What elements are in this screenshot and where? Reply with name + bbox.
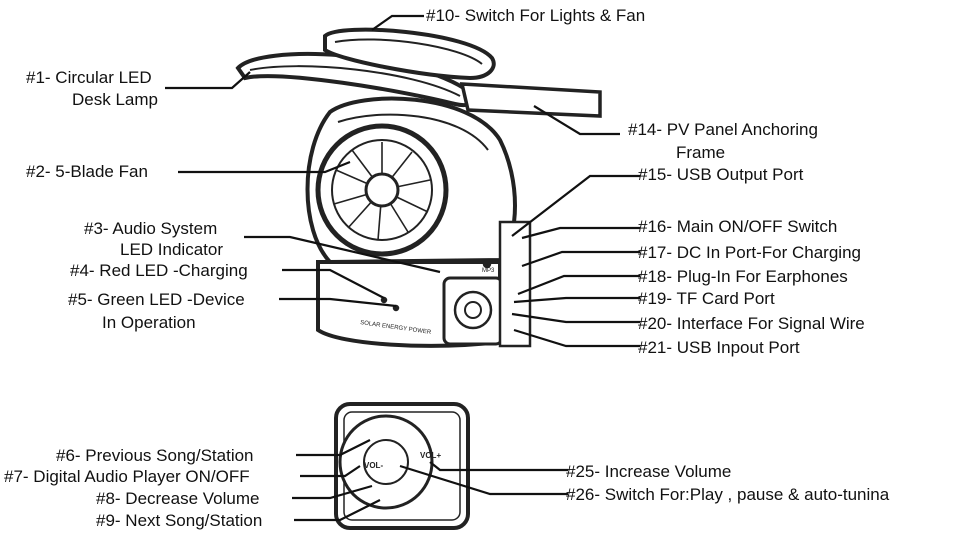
leader-25 bbox=[429, 461, 568, 472]
label-7-audio-player-onoff: #7- Digital Audio Player ON/OFF bbox=[4, 467, 250, 486]
leader-2 bbox=[178, 160, 351, 174]
leader-7 bbox=[300, 465, 361, 478]
label-14-pv-panel: #14- PV Panel Anchoring bbox=[628, 120, 818, 139]
device-drawing bbox=[235, 27, 602, 530]
label-21-usb-input: #21- USB Inpout Port bbox=[638, 338, 800, 357]
label-4-red-led: #4- Red LED -Charging bbox=[70, 261, 248, 280]
label-6-previous-song: #6- Previous Song/Station bbox=[56, 446, 254, 465]
label-14-frame: Frame bbox=[676, 143, 726, 162]
label-15-usb-output: #15- USB Output Port bbox=[638, 165, 804, 184]
leader-15 bbox=[511, 174, 640, 237]
vol-minus-text: VOL- bbox=[364, 461, 383, 470]
label-17-dc-in-port: #17- DC In Port-For Charging bbox=[638, 243, 861, 262]
leader-20 bbox=[511, 312, 640, 324]
label-26-play-pause-switch: #26- Switch For:Play , pause & auto-tuni… bbox=[566, 485, 890, 504]
control-panel-box bbox=[442, 220, 532, 348]
leader-lines bbox=[165, 14, 640, 522]
leader-6 bbox=[296, 439, 371, 457]
label-2-five-blade-fan: #2- 5-Blade Fan bbox=[26, 162, 148, 181]
label-5-in-operation: In Operation bbox=[102, 313, 196, 332]
leader-19 bbox=[513, 296, 640, 304]
lights-fan-switch bbox=[323, 27, 496, 81]
five-blade-fan bbox=[315, 123, 449, 257]
leader-21 bbox=[513, 328, 640, 348]
label-1-circular-led: #1- Circular LED bbox=[26, 68, 152, 87]
leader-4 bbox=[282, 268, 385, 299]
label-1-desk-lamp: Desk Lamp bbox=[72, 90, 158, 109]
label-3-led-indicator: LED Indicator bbox=[120, 240, 223, 259]
label-9-next-song: #9- Next Song/Station bbox=[96, 511, 263, 530]
label-3-audio-system: #3- Audio System bbox=[84, 219, 218, 238]
leader-26 bbox=[399, 464, 568, 496]
label-10-switch-lights-fan: #10- Switch For Lights & Fan bbox=[426, 6, 646, 25]
leader-16 bbox=[521, 226, 640, 240]
label-25-increase-volume: #25- Increase Volume bbox=[566, 462, 732, 481]
leader-18 bbox=[517, 274, 640, 296]
leader-1 bbox=[165, 71, 251, 90]
leader-8 bbox=[292, 484, 373, 500]
pv-panel-frame bbox=[459, 82, 602, 118]
mp3-text: MP3 bbox=[482, 268, 495, 274]
label-16-main-onoff: #16- Main ON/OFF Switch bbox=[638, 217, 838, 236]
label-8-decrease-volume: #8- Decrease Volume bbox=[96, 489, 260, 508]
label-5-green-led: #5- Green LED -Device bbox=[68, 290, 245, 309]
label-18-earphones: #18- Plug-In For Earphones bbox=[638, 267, 848, 286]
vol-plus-text: VOL+ bbox=[420, 451, 441, 460]
leader-9 bbox=[294, 499, 381, 522]
leader-3 bbox=[244, 235, 441, 274]
leader-10 bbox=[371, 14, 424, 31]
label-20-signal-wire: #20- Interface For Signal Wire bbox=[638, 314, 865, 333]
label-19-tf-card: #19- TF Card Port bbox=[638, 289, 775, 308]
leader-5 bbox=[279, 297, 397, 308]
leader-14 bbox=[533, 105, 620, 136]
leader-17 bbox=[521, 250, 640, 268]
